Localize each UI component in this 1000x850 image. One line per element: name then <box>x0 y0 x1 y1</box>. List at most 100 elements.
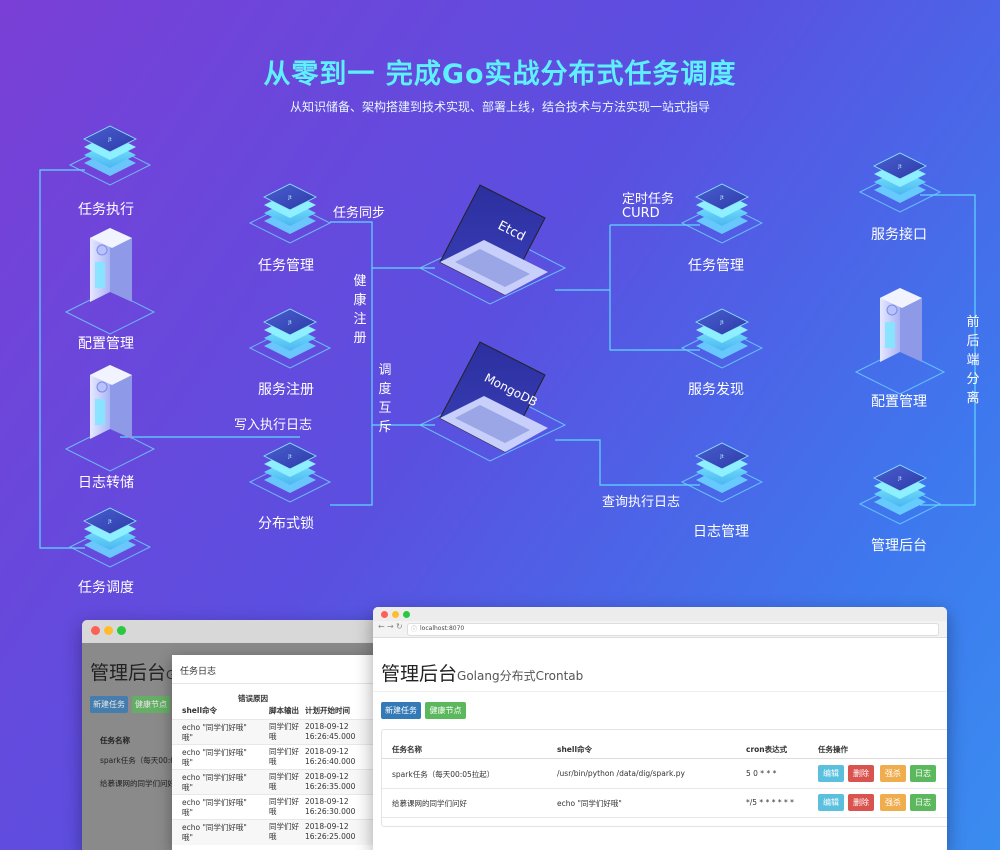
col-shell-cmd: shell命令 <box>557 745 593 754</box>
edge-query-log: 查询执行日志 <box>602 495 681 510</box>
log-row-out: 同学们好哦 <box>269 822 299 841</box>
log-row-cmd: echo "同学们好哦" <box>182 823 247 832</box>
label-service-reg: 服务注册 <box>258 382 314 398</box>
back-row-2: 给慕课网的同学们问好 <box>100 779 175 788</box>
label-service-api: 服务接口 <box>871 227 927 243</box>
front-page-title: 管理后台Golang分布式Crontab <box>381 663 584 685</box>
log-row-out: 同学们好哦 <box>269 722 299 741</box>
edge-task-sync: 任务同步 <box>333 206 386 221</box>
label-dist-lock: 分布式锁 <box>258 516 314 532</box>
back-row-1: spark任务（每天00:05拉 <box>100 756 188 765</box>
log-row-out: 同学们好哦 <box>269 772 299 791</box>
log-button[interactable]: 日志 <box>910 765 936 782</box>
task-schedule-icon <box>69 507 151 568</box>
log-modal-title: 任务日志 <box>180 667 217 677</box>
label-log-dump: 日志转储 <box>78 475 134 491</box>
label-admin: 管理后台 <box>871 538 927 554</box>
service-reg-icon <box>249 308 331 369</box>
log-row: echo "同学们好哦" 哦" 同学们好哦 2018-09-12 16:26:2… <box>172 819 378 845</box>
log-mgmt-icon <box>681 442 763 503</box>
log-dump-server-icon <box>65 364 155 472</box>
address-bar[interactable]: ⓘ localhost:8070 <box>407 623 939 636</box>
task-row-cron: 5 0 * * * <box>746 769 777 778</box>
log-col-cmd: shell命令 <box>182 706 218 715</box>
back-col-name: 任务名称 <box>100 736 130 745</box>
admin-icon <box>859 464 941 525</box>
log-row-cmd: echo "同学们好哦" <box>182 723 247 732</box>
right-config-server-icon <box>855 287 945 395</box>
log-row: echo "同学们好哦" 哦" 同学们好哦 2018-09-12 16:26:3… <box>172 794 378 820</box>
page-title: 从零到一 完成Go实战分布式任务调度 <box>263 59 737 90</box>
edge-fe-be-sep: 前后端分离 <box>966 315 980 406</box>
delete-button[interactable]: 删除 <box>848 765 874 782</box>
label-right-task-mgmt: 任务管理 <box>688 258 744 274</box>
health-nodes-button[interactable]: 健康节点 <box>425 702 466 719</box>
task-row-name: 给慕课网的同学们问好 <box>392 799 467 808</box>
log-row-time: 2018-09-12 16:26:40.000 <box>305 747 356 766</box>
front-close-dot[interactable] <box>381 611 388 618</box>
edit-button[interactable]: 编辑 <box>818 765 844 782</box>
log-row-out: 同学们好哦 <box>269 797 299 816</box>
edit-button[interactable]: 编辑 <box>818 794 844 811</box>
task-row-cmd: echo "同学们好哦" <box>557 799 622 808</box>
back-window-title: 管理后台Go <box>90 662 183 684</box>
kill-button[interactable]: 强杀 <box>880 794 906 811</box>
log-button[interactable]: 日志 <box>910 794 936 811</box>
right-task-mgmt-icon <box>681 183 763 244</box>
log-row-cmd: echo "同学们好哦" <box>182 773 247 782</box>
delete-button[interactable]: 删除 <box>848 794 874 811</box>
task-table: 任务名称 shell命令 cron表达式 任务操作 spark任务（每天00:0… <box>381 729 947 827</box>
minimize-dot[interactable] <box>104 626 113 635</box>
new-task-button[interactable]: 新建任务 <box>381 702 421 719</box>
front-admin-window: ← → ↻ ⓘ localhost:8070 管理后台Golang分布式Cron… <box>373 607 947 850</box>
log-row-time: 2018-09-12 16:26:25.000 <box>305 822 356 841</box>
col-task-name: 任务名称 <box>392 745 422 754</box>
back-window-titlebar <box>82 620 382 643</box>
front-window-titlebar <box>373 607 947 621</box>
task-log-modal: 任务日志 shell命令 错误原因 脚本输出 计划开始时间 echo "同学们好… <box>172 655 378 850</box>
front-maximize-dot[interactable] <box>403 611 410 618</box>
back-new-task-button[interactable]: 新建任务 <box>90 696 128 713</box>
log-row-cmd-cont: 哦" <box>182 733 193 742</box>
forward-arrow-icon[interactable]: → <box>387 622 394 631</box>
log-row: echo "同学们好哦" 哦" 同学们好哦 2018-09-12 16:26:3… <box>172 769 378 795</box>
edge-cron-curd-1: 定时任务 <box>622 192 675 207</box>
log-row-time: 2018-09-12 16:26:30.000 <box>305 797 356 816</box>
edge-sched-mutex: 调度互斥 <box>378 363 392 435</box>
dist-lock-icon <box>249 442 331 503</box>
log-row-cmd: echo "同学们好哦" <box>182 798 247 807</box>
maximize-dot[interactable] <box>117 626 126 635</box>
page-subtitle: 从知识储备、架构搭建到技术实现、部署上线，结合技术与方法实现一站式指导 <box>289 100 710 114</box>
back-arrow-icon[interactable]: ← <box>378 622 385 631</box>
label-task-schedule: 任务调度 <box>78 580 134 596</box>
task-row-name: spark任务（每天00:05拉起） <box>392 770 495 779</box>
info-icon: ⓘ <box>411 626 418 633</box>
label-log-mgmt: 日志管理 <box>693 524 749 540</box>
log-row-time: 2018-09-12 16:26:35.000 <box>305 772 356 791</box>
task-row: spark任务（每天00:05拉起） /usr/bin/python /data… <box>382 759 947 789</box>
task-row-cmd: /usr/bin/python /data/dig/spark.py <box>557 769 685 778</box>
edge-write-log: 写入执行日志 <box>234 418 313 433</box>
reload-icon[interactable]: ↻ <box>396 622 403 631</box>
label-service-disc: 服务发现 <box>688 382 744 398</box>
task-exec-icon <box>69 125 151 186</box>
edge-health-reg: 健康注册 <box>353 274 367 346</box>
etcd-laptop-icon <box>418 184 567 305</box>
task-mgmt-icon <box>249 183 331 244</box>
task-row-cron: */5 * * * * * * <box>746 798 794 807</box>
back-health-button[interactable]: 健康节点 <box>132 696 170 713</box>
service-api-icon <box>859 152 941 213</box>
log-row-cmd-cont: 哦" <box>182 833 193 842</box>
close-dot[interactable] <box>91 626 100 635</box>
front-minimize-dot[interactable] <box>392 611 399 618</box>
service-disc-icon <box>681 308 763 369</box>
log-row-cmd: echo "同学们好哦" <box>182 748 247 757</box>
col-cron: cron表达式 <box>746 745 788 754</box>
browser-toolbar: ← → ↻ ⓘ localhost:8070 <box>373 621 947 638</box>
url-text: localhost:8070 <box>420 625 465 632</box>
log-row-cmd-cont: 哦" <box>182 783 193 792</box>
label-config-mgmt: 配置管理 <box>78 336 134 352</box>
kill-button[interactable]: 强杀 <box>880 765 906 782</box>
log-row-out: 同学们好哦 <box>269 747 299 766</box>
